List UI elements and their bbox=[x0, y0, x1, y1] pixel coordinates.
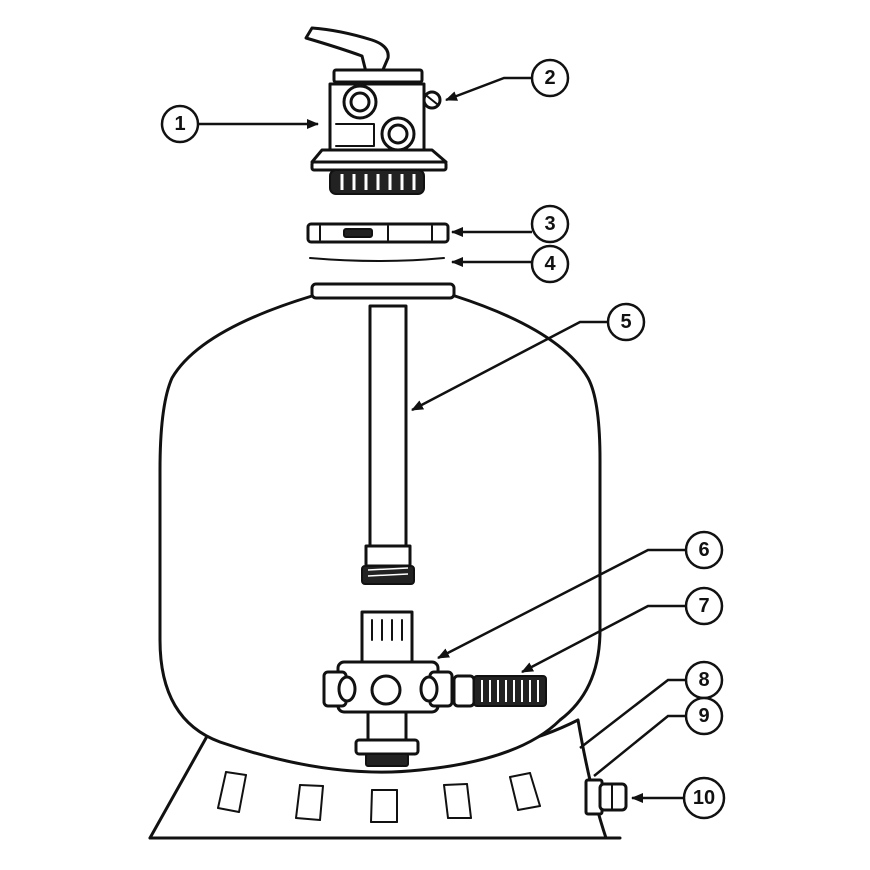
clamp-ring-drawing bbox=[306, 222, 450, 244]
leader-lines bbox=[198, 76, 686, 803]
standpipe-drawing bbox=[361, 304, 415, 585]
lateral-hub-drawing bbox=[322, 610, 454, 767]
multiport-valve-drawing bbox=[304, 26, 448, 195]
callout-5-label: 5 bbox=[620, 311, 631, 333]
callout-9-label: 9 bbox=[698, 705, 709, 727]
callout-4: 4 bbox=[530, 244, 570, 284]
callout-5: 5 bbox=[606, 302, 646, 342]
callout-6-label: 6 bbox=[698, 539, 709, 561]
callout-10-label: 10 bbox=[693, 787, 715, 809]
callout-1: 1 bbox=[160, 104, 200, 144]
callout-8-label: 8 bbox=[698, 669, 709, 691]
callout-7-label: 7 bbox=[698, 595, 709, 617]
o-ring-drawing bbox=[309, 257, 445, 262]
callout-3: 3 bbox=[530, 204, 570, 244]
callout-9: 9 bbox=[684, 696, 724, 736]
callout-2: 2 bbox=[530, 58, 570, 98]
callout-3-label: 3 bbox=[544, 213, 555, 235]
callout-10: 10 bbox=[682, 776, 726, 820]
callout-6: 6 bbox=[684, 530, 724, 570]
callout-4-label: 4 bbox=[544, 253, 556, 275]
lateral-drawing bbox=[452, 674, 547, 708]
callout-1-label: 1 bbox=[174, 113, 185, 135]
callout-8: 8 bbox=[684, 660, 724, 700]
callout-2-label: 2 bbox=[544, 67, 555, 89]
callout-7: 7 bbox=[684, 586, 724, 626]
